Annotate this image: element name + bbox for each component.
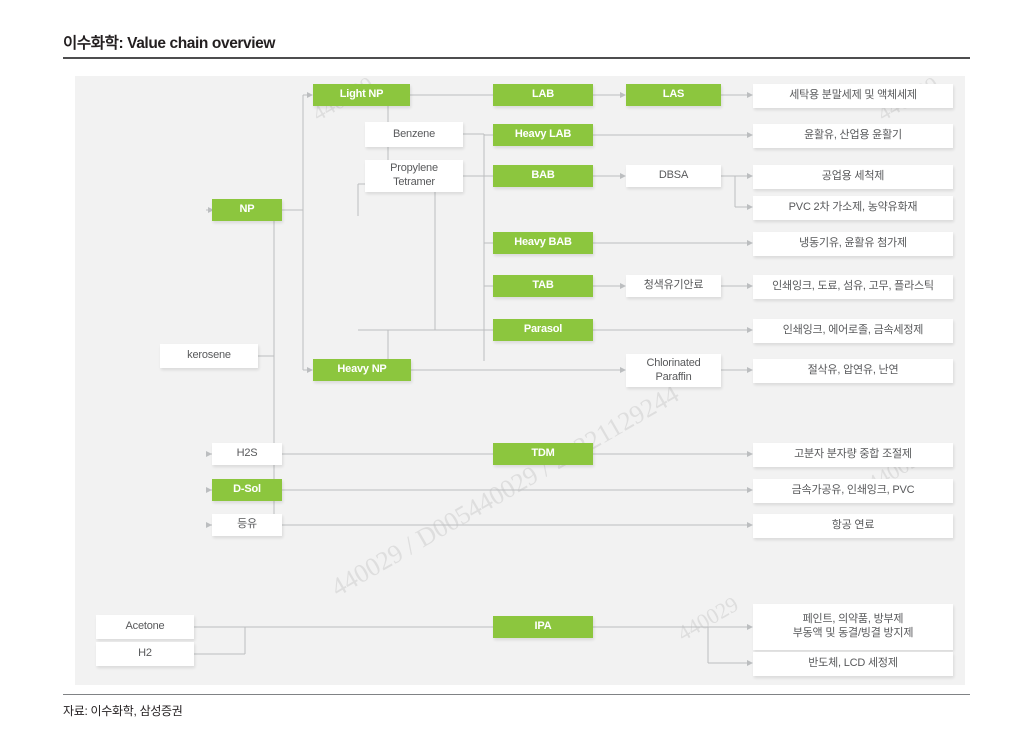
node-acetone[interactable]: Acetone [96, 615, 194, 639]
node-tab[interactable]: TAB [493, 275, 593, 297]
node-end-use-semiconductor[interactable]: 반도체, LCD 세정제 [753, 652, 953, 676]
node-end-use-ink-paint-fiber[interactable]: 인쇄잉크, 도료, 섬유, 고무, 플라스틱 [753, 275, 953, 299]
node-end-use-ink-aerosol[interactable]: 인쇄잉크, 에어로졸, 금속세정제 [753, 319, 953, 343]
node-las[interactable]: LAS [626, 84, 721, 106]
node-h2s[interactable]: H2S [212, 443, 282, 465]
node-propylene-tetramer[interactable]: Propylene Tetramer [365, 160, 463, 192]
node-dbsa[interactable]: DBSA [626, 165, 721, 187]
node-ipa[interactable]: IPA [493, 616, 593, 638]
node-end-use-lubricant[interactable]: 윤활유, 산업용 윤활기 [753, 124, 953, 148]
node-end-use-refrigeration-oil[interactable]: 냉동기유, 윤활유 첨가제 [753, 232, 953, 256]
node-end-use-paint-pharma[interactable]: 페인트, 의약품, 방부제 부동액 및 동결/빙결 방지제 [753, 604, 953, 650]
node-d-sol[interactable]: D-Sol [212, 479, 282, 501]
value-chain-diagram: 440029 / D005440029 / 20221129244 440029… [75, 71, 965, 685]
node-end-use-pvc-plasticizer[interactable]: PVC 2차 가소제, 농약유화재 [753, 196, 953, 220]
node-kerosene-kr[interactable]: 등유 [212, 514, 282, 536]
node-heavy-np[interactable]: Heavy NP [313, 359, 411, 381]
footer-divider [63, 694, 970, 695]
node-heavy-bab[interactable]: Heavy BAB [493, 232, 593, 254]
node-chlorinated-paraffin[interactable]: Chlorinated Paraffin [626, 354, 721, 387]
node-lab[interactable]: LAB [493, 84, 593, 106]
node-tdm[interactable]: TDM [493, 443, 593, 465]
node-heavy-lab[interactable]: Heavy LAB [493, 124, 593, 146]
node-kerosene[interactable]: kerosene [160, 344, 258, 368]
node-end-use-polymer-mw[interactable]: 고분자 분자량 중합 조절제 [753, 443, 953, 467]
node-end-use-industrial-cleaner[interactable]: 공업용 세척제 [753, 165, 953, 189]
node-h2[interactable]: H2 [96, 642, 194, 666]
node-blue-pigment[interactable]: 청색유기안료 [626, 275, 721, 297]
node-end-use-cutting-oil[interactable]: 절삭유, 압연유, 난연 [753, 359, 953, 383]
source-note: 자료: 이수화학, 삼성증권 [63, 704, 183, 718]
node-np[interactable]: NP [212, 199, 282, 221]
node-light-np[interactable]: Light NP [313, 84, 410, 106]
node-bab[interactable]: BAB [493, 165, 593, 187]
node-end-use-detergent[interactable]: 세탁용 분말세제 및 액체세제 [753, 84, 953, 108]
node-end-use-jet-fuel[interactable]: 항공 연료 [753, 514, 953, 538]
node-benzene[interactable]: Benzene [365, 122, 463, 147]
node-parasol[interactable]: Parasol [493, 319, 593, 341]
page-title: 이수화학: Value chain overview [63, 35, 276, 52]
node-end-use-metal-working[interactable]: 금속가공유, 인쇄잉크, PVC [753, 479, 953, 503]
title-divider [63, 57, 970, 59]
